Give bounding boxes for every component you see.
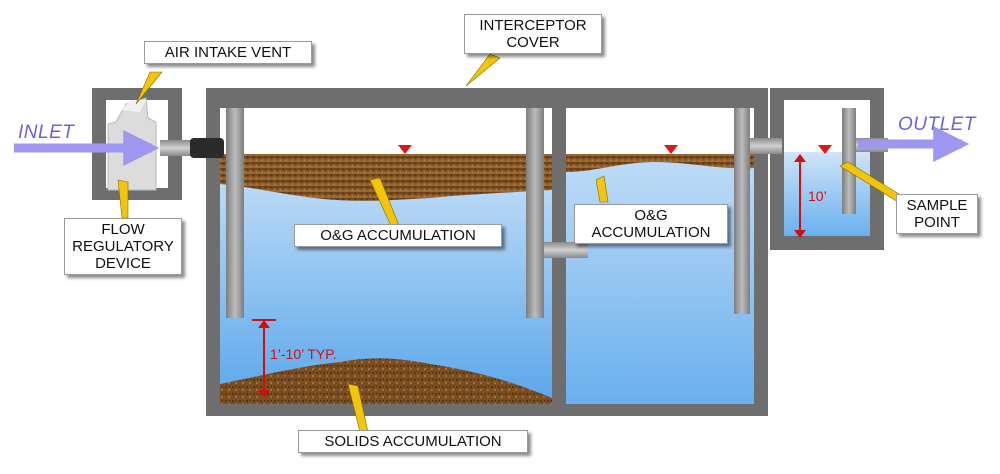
- outlet-pipe-1: [750, 138, 782, 154]
- flow-regulatory-line-3: DEVICE: [95, 255, 151, 272]
- interceptor-cover-line-2: COVER: [506, 34, 560, 51]
- water-level-marker-icon: [664, 145, 678, 154]
- outlet-chamber: [770, 88, 884, 250]
- outlet-baffle: [734, 108, 750, 314]
- air-intake-vent-label: AIR INTAKE VENT: [144, 41, 312, 64]
- og-accumulation-label-2: O&G ACCUMULATION: [574, 204, 728, 244]
- flow-regulatory-line-2: REGULATORY: [72, 238, 174, 255]
- solids-layer: [220, 358, 552, 404]
- outlet-text: OUTLET: [898, 114, 976, 135]
- flow-regulatory-line-1: FLOW: [101, 221, 145, 238]
- sample-point-line-1: SAMPLE: [906, 197, 968, 214]
- solids-accumulation-text: SOLIDS ACCUMULATION: [324, 433, 502, 450]
- water-level-marker-icon: [818, 145, 832, 154]
- og-accumulation-label-1: O&G ACCUMULATION: [294, 224, 502, 247]
- interceptor-cover-line-1: INTERCEPTOR: [479, 17, 587, 34]
- solids-depth-text: 1’-10’ TYP.: [270, 346, 337, 362]
- air-intake-vent-text: AIR INTAKE VENT: [164, 44, 292, 61]
- inlet-pipe: [160, 138, 224, 158]
- transfer-pipe: [544, 242, 588, 258]
- sample-point-baffle: [842, 108, 856, 214]
- main-tank: [206, 88, 768, 416]
- solids-depth-dimension: [252, 319, 276, 398]
- interceptor-cover-label: INTERCEPTOR COVER: [464, 14, 602, 54]
- outlet-depth-dimension: [794, 154, 806, 238]
- og-layer-2: [566, 154, 754, 172]
- og-accumulation-line-2: ACCUMULATION: [591, 224, 711, 241]
- flow-regulatory-device-label: FLOW REGULATORY DEVICE: [64, 218, 182, 275]
- middle-baffle: [526, 108, 544, 318]
- sample-point-label: SAMPLE POINT: [896, 194, 978, 234]
- solids-accumulation-label: SOLIDS ACCUMULATION: [298, 430, 528, 453]
- inlet-text: INLET: [18, 122, 75, 143]
- water-level-marker-icon: [398, 145, 412, 154]
- og-layer-1: [220, 154, 552, 201]
- sample-point-line-2: POINT: [914, 214, 960, 231]
- inlet-baffle: [226, 108, 244, 318]
- og-accumulation-line-1: O&G: [634, 207, 668, 224]
- outlet-depth-text: 10’: [808, 188, 827, 204]
- callout-pointers: [117, 53, 903, 433]
- og-accumulation-text-1: O&G ACCUMULATION: [320, 227, 476, 244]
